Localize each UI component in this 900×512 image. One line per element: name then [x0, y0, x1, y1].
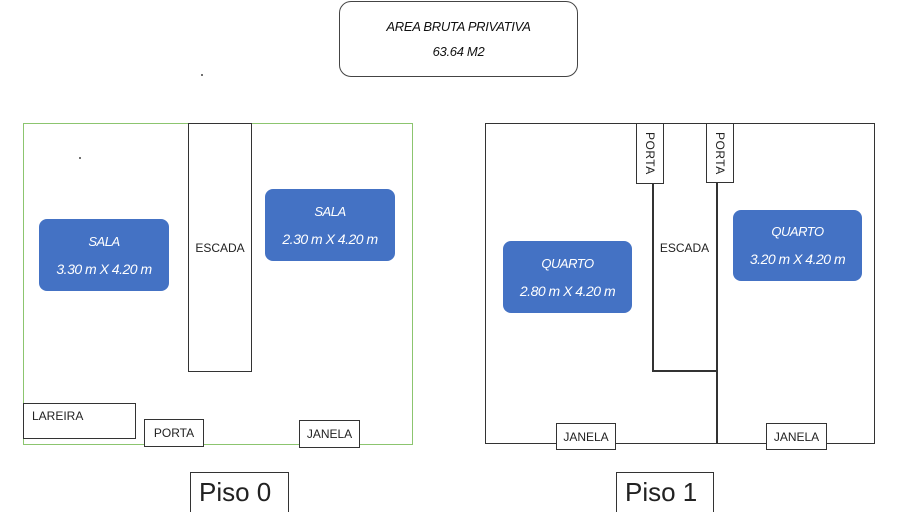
- room-dims: 2.30 m X 4.20 m: [282, 230, 378, 247]
- window-label: JANELA: [563, 429, 609, 444]
- floor-0-label: Piso 0: [190, 472, 289, 512]
- floor-0-label-text: Piso 0: [199, 477, 272, 507]
- floor-1-door-2: PORTA: [706, 123, 734, 183]
- floor-0-room-2: SALA 2.30 m X 4.20 m: [265, 189, 395, 261]
- stray-dot: [201, 74, 203, 76]
- stair-wall-bottom: [652, 370, 717, 372]
- floor-1-label-text: Piso 1: [625, 477, 698, 507]
- area-title: AREA BRUTA PRIVATIVA: [386, 19, 531, 34]
- floor-0-fireplace: LAREIRA: [23, 403, 136, 439]
- floor-0-room-1: SALA 3.30 m X 4.20 m: [39, 219, 169, 291]
- floor-0-window: JANELA: [299, 420, 360, 448]
- room-name: SALA: [88, 233, 120, 249]
- stair-wall-left: [652, 183, 654, 371]
- stray-dot: [79, 157, 81, 159]
- door-label: PORTA: [153, 426, 195, 440]
- window-label: JANELA: [773, 429, 820, 444]
- room-dims: 2.80 m X 4.20 m: [519, 282, 616, 299]
- room-name: QUARTO: [541, 255, 594, 271]
- area-summary-box: AREA BRUTA PRIVATIVA 63.64 M2: [339, 1, 578, 77]
- room-name: QUARTO: [771, 224, 824, 239]
- window-label: JANELA: [306, 427, 353, 441]
- fireplace-label: LAREIRA: [32, 409, 84, 423]
- door-label: PORTA: [713, 131, 727, 175]
- floor-1-plan: [485, 123, 875, 444]
- stair-label: ESCADA: [659, 241, 710, 255]
- floor-0-stair: ESCADA: [188, 123, 252, 372]
- floor-1-room-1: QUARTO 2.80 m X 4.20 m: [503, 241, 632, 313]
- stair-label: ESCADA: [195, 240, 245, 255]
- room-dims: 3.20 m X 4.20 m: [749, 251, 846, 267]
- floor-0-door: PORTA: [144, 419, 204, 447]
- floor-1-window-2: JANELA: [766, 423, 827, 450]
- floor-1-door-1: PORTA: [636, 123, 664, 184]
- door-label: PORTA: [643, 132, 657, 175]
- floor-1-stair: ESCADA: [653, 230, 716, 266]
- area-value: 63.64 M2: [432, 44, 485, 59]
- partition-wall: [716, 183, 718, 444]
- room-dims: 3.30 m X 4.20 m: [56, 260, 152, 277]
- floor-1-room-2: QUARTO 3.20 m X 4.20 m: [733, 210, 862, 281]
- floor-1-label: Piso 1: [616, 472, 714, 512]
- floor-1-window-1: JANELA: [556, 423, 616, 450]
- room-name: SALA: [314, 203, 346, 219]
